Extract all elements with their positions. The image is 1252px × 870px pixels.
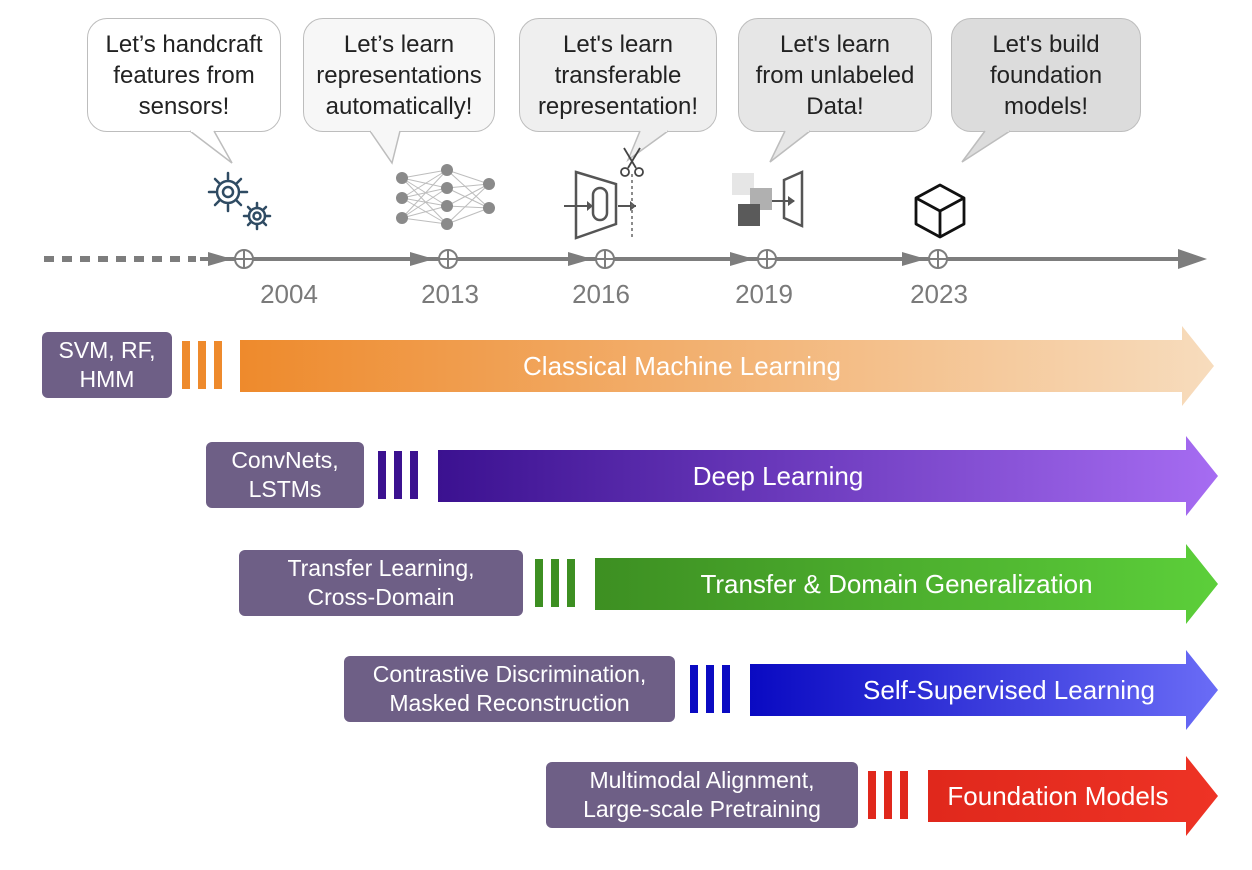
method-tag-foundation: Multimodal Alignment, Large-scale Pretra… bbox=[546, 762, 858, 828]
band-bars-transfer bbox=[535, 559, 583, 607]
year-label-2013: 2013 bbox=[421, 279, 479, 309]
neural-network-icon bbox=[396, 164, 495, 230]
timeline-axis bbox=[44, 249, 1207, 269]
band-classical-machine-learning: Classical Machine Learning bbox=[240, 326, 1214, 406]
band-label: Self-Supervised Learning bbox=[863, 674, 1155, 705]
band-foundation-models: Foundation Models bbox=[928, 756, 1218, 836]
year-label-2004: 2004 bbox=[260, 279, 318, 309]
speech-bubble-transferable: Let's learn transferable representation! bbox=[519, 18, 717, 132]
band-bars-foundation bbox=[868, 771, 916, 819]
method-tag-deep: ConvNets, LSTMs bbox=[206, 442, 364, 508]
gears-icon bbox=[207, 171, 272, 231]
scissors-transfer-icon bbox=[564, 147, 644, 240]
cube-icon bbox=[914, 183, 966, 239]
year-label-2016: 2016 bbox=[572, 279, 630, 309]
speech-bubble-foundation: Let's build foundation models! bbox=[951, 18, 1141, 132]
band-bars-deep bbox=[378, 451, 426, 499]
band-self-supervised-learning: Self-Supervised Learning bbox=[750, 650, 1218, 730]
year-label-2019: 2019 bbox=[735, 279, 793, 309]
speech-bubble-learn-representations: Let’s learn representations automaticall… bbox=[303, 18, 495, 132]
speech-bubble-handcraft: Let’s handcraft features from sensors! bbox=[87, 18, 281, 132]
band-label: Foundation Models bbox=[947, 780, 1169, 811]
band-label: Classical Machine Learning bbox=[523, 350, 841, 381]
year-label-2023: 2023 bbox=[910, 279, 968, 309]
unlabeled-data-icon bbox=[732, 170, 804, 228]
band-bars-classical bbox=[182, 341, 230, 389]
speech-bubble-unlabeled: Let's learn from unlabeled Data! bbox=[738, 18, 932, 132]
method-tag-self-supervised: Contrastive Discrimination, Masked Recon… bbox=[344, 656, 675, 722]
band-deep-learning: Deep Learning bbox=[438, 436, 1218, 516]
band-label: Transfer & Domain Generalization bbox=[700, 568, 1093, 599]
band-transfer-domain-generalization: Transfer & Domain Generalization bbox=[595, 544, 1218, 624]
method-tag-classical: SVM, RF, HMM bbox=[42, 332, 172, 398]
band-bars-self-supervised bbox=[690, 665, 738, 713]
band-label: Deep Learning bbox=[692, 460, 864, 491]
method-tag-transfer: Transfer Learning, Cross-Domain bbox=[239, 550, 523, 616]
